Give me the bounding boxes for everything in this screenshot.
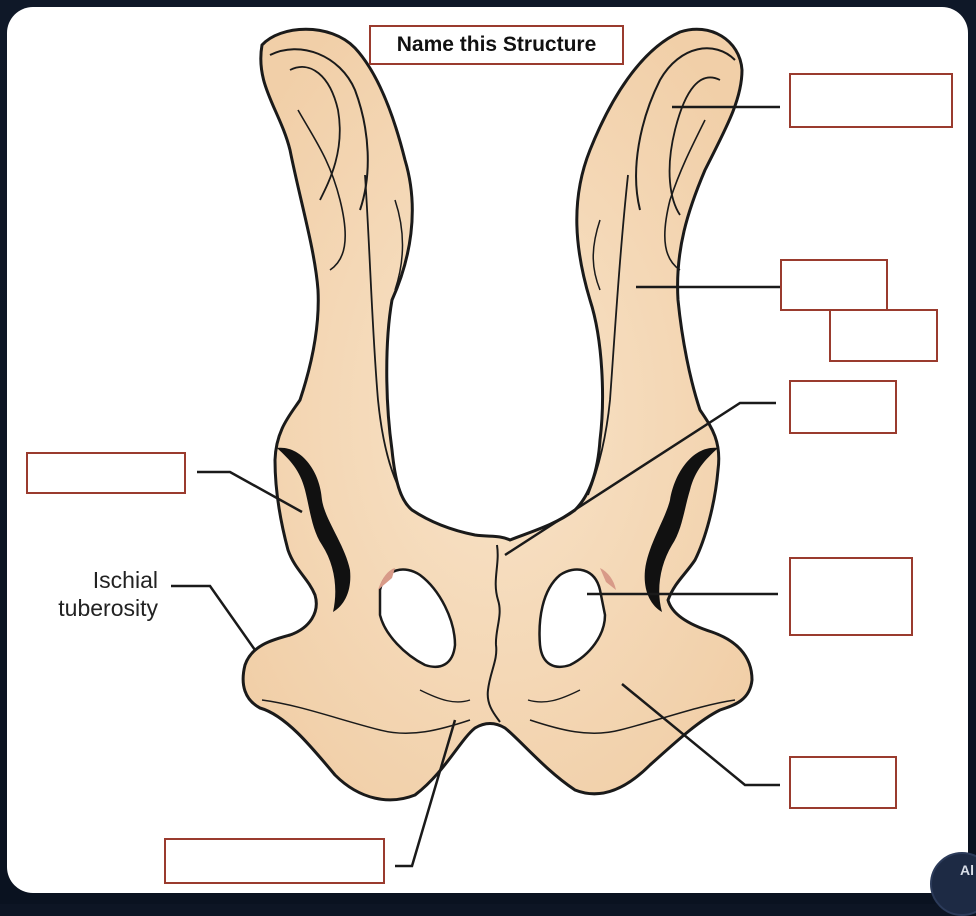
leader-ischial-tuberosity [171,584,257,651]
left-ilium-wing-line [297,109,346,271]
ischial-tuberosity-label: Ischial tuberosity [20,566,158,622]
blank-label-ilium-body[interactable] [829,309,938,362]
leader-acetabulum [197,470,303,514]
right-ilium-crest-line [668,76,721,216]
leader-symphysis [395,719,457,868]
slide-card [7,7,968,893]
leader-ischium [621,683,780,787]
pelvic-symphysis [486,544,501,723]
ischial-tuberosity-label-line1: Ischial [92,567,158,593]
blank-label-iliac-crest[interactable] [789,73,953,128]
blank-label-pubis[interactable] [789,380,897,434]
blank-label-acetabulum[interactable] [26,452,186,494]
left-ischial-arch-line [419,689,471,703]
right-ilium-body-line [587,174,629,496]
right-ilium-contour [635,47,736,211]
pelvis-bone [241,27,754,802]
leader-lines [171,105,780,868]
right-ilium-ridge [592,219,601,291]
left-ligament-accent [378,568,395,590]
ischial-tuberosity-label-line2: tuberosity [58,595,158,621]
left-ischium-line [261,699,471,735]
diagram-title: Name this Structure [369,25,624,65]
blank-label-pelvic-symphysis[interactable] [164,838,385,884]
blank-label-ischium[interactable] [789,756,897,809]
left-ilium-body-line [364,174,401,491]
right-acetabulum [644,447,718,612]
blank-label-ilium-wing[interactable] [780,259,888,311]
left-ilium-ridge [394,199,404,291]
publisher-logo-text: Al [960,862,974,878]
right-ischium-line [529,699,736,735]
left-ilium-crest-line [289,66,341,201]
left-obturator-foramen [378,568,457,669]
right-ligament-accent [600,568,616,590]
right-ischial-arch-line [527,689,581,703]
blank-label-obturator-foramen[interactable] [789,557,913,636]
right-ilium-wing-line [664,119,706,271]
left-acetabulum [277,447,351,612]
leader-pubis [504,401,776,557]
left-ilium-contour [269,48,369,211]
